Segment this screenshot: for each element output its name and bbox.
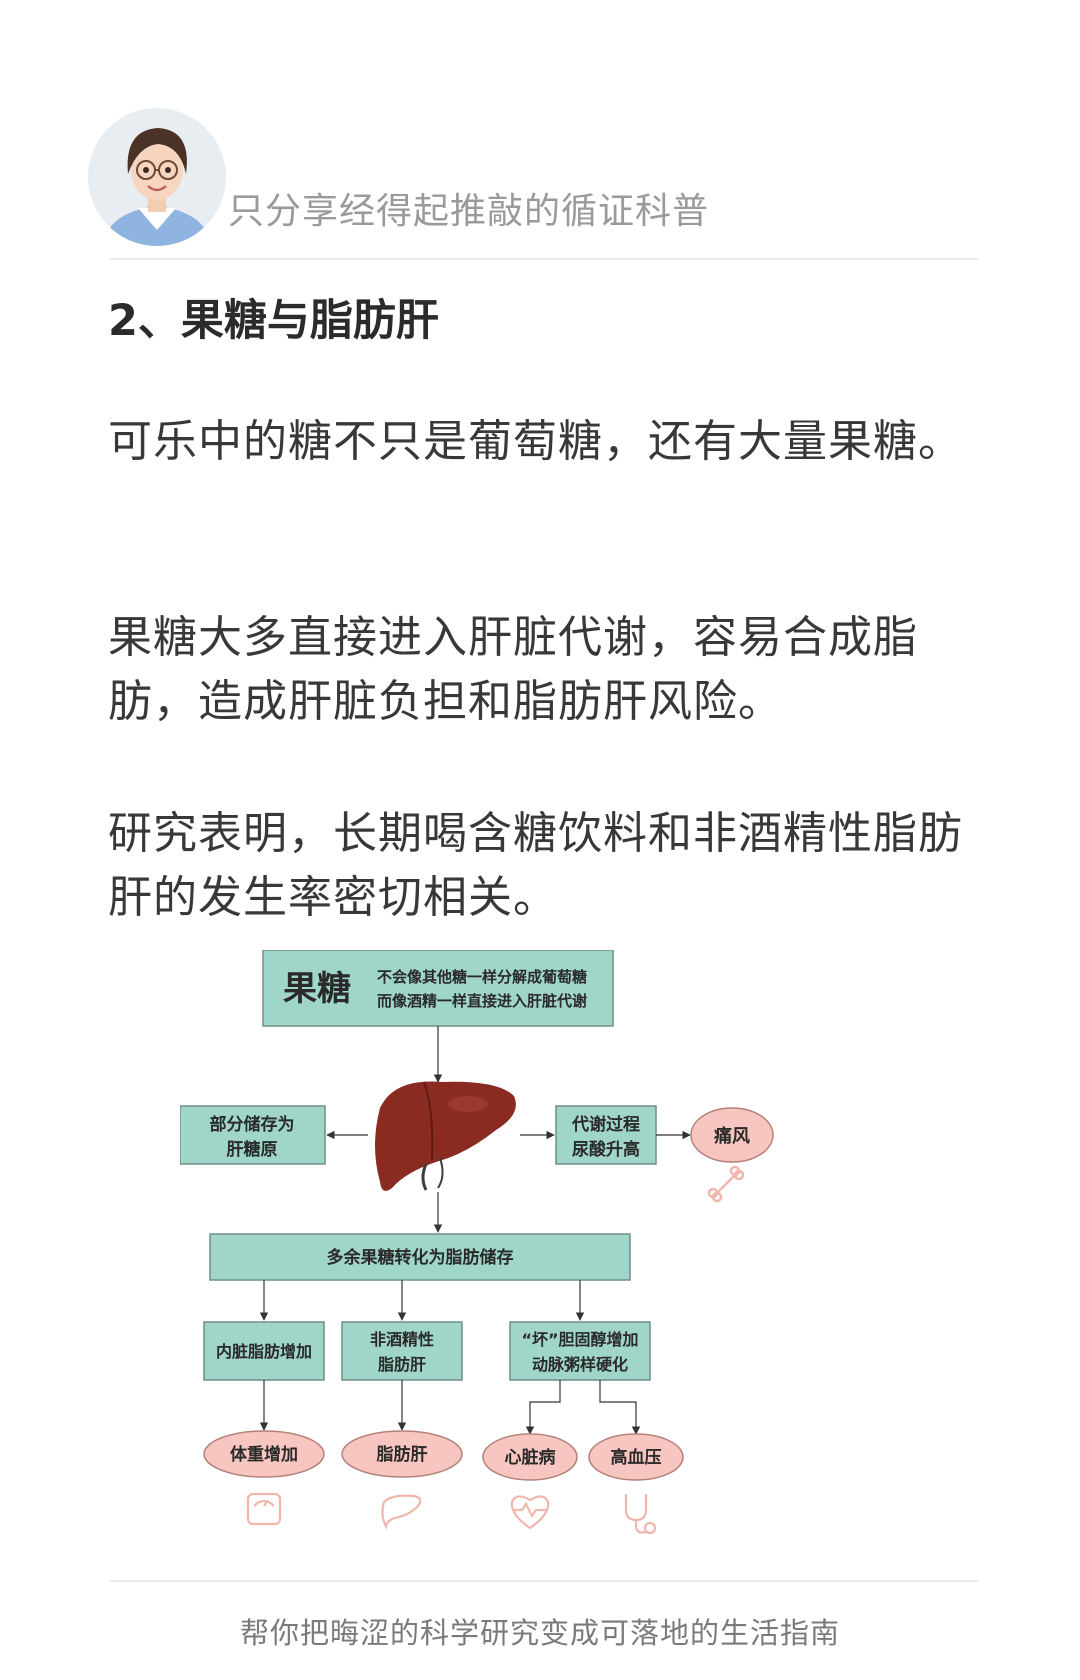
weight-gain-label: 体重增加 — [230, 1444, 298, 1465]
fructose-box-line2: 而像酒精一样直接进入肝脏代谢 — [377, 992, 587, 1010]
arrow-to-hypertension — [599, 1380, 641, 1435]
bottom-divider — [110, 1580, 978, 1582]
uric-acid-box-line2: 尿酸升高 — [572, 1139, 640, 1160]
nafld-box: 非酒精性 脂肪肝 — [341, 1321, 463, 1381]
fructose-box: 果糖 不会像其他糖一样分解成葡萄糖 而像酒精一样直接进入肝脏代谢 — [262, 950, 614, 1027]
heart-pulse-icon — [510, 1495, 550, 1530]
visceral-fat-label: 内脏脂肪增加 — [216, 1342, 312, 1361]
fructose-box-title: 果糖 — [283, 969, 351, 1009]
stethoscope-icon — [624, 1494, 657, 1535]
section-title: 2、果糖与脂肪肝 — [108, 296, 439, 346]
uric-acid-box: 代谢过程 尿酸升高 — [555, 1105, 657, 1165]
gout-label: 痛风 — [714, 1125, 750, 1147]
author-tagline: 只分享经得起推敲的循证科普 — [228, 191, 710, 232]
gout-ellipse: 痛风 — [690, 1107, 774, 1163]
weight-gain-ellipse: 体重增加 — [203, 1430, 325, 1478]
cholesterol-box: “坏”胆固醇增加 动脉粥样硬化 — [509, 1321, 651, 1381]
paragraph-3: 研究表明，长期喝含糖饮料和非酒精性脂肪肝的发生率密切相关。 — [108, 808, 963, 923]
avatar-illustration — [88, 108, 226, 246]
heart-disease-label: 心脏病 — [505, 1447, 556, 1468]
arrow-to-heart — [525, 1380, 561, 1435]
liver-icon — [381, 1494, 422, 1530]
cholesterol-line2: 动脉粥样硬化 — [532, 1355, 628, 1374]
hypertension-label: 高血压 — [611, 1447, 662, 1468]
bone-icon — [707, 1165, 745, 1203]
fructose-metabolism-diagram: 果糖 不会像其他糖一样分解成葡萄糖 而像酒精一样直接进入肝脏代谢 部分储存为 肝… — [180, 950, 790, 1570]
cholesterol-line1: “坏”胆固醇增加 — [521, 1330, 638, 1349]
fatty-liver-ellipse: 脂肪肝 — [341, 1430, 463, 1478]
heart-disease-ellipse: 心脏病 — [482, 1433, 578, 1481]
author-avatar[interactable] — [88, 108, 226, 246]
paragraph-1: 可乐中的糖不只是葡萄糖，还有大量果糖。 — [108, 416, 963, 467]
fat-storage-box: 多余果糖转化为脂肪储存 — [209, 1233, 631, 1281]
uric-acid-box-line1: 代谢过程 — [571, 1114, 640, 1135]
fat-storage-label: 多余果糖转化为脂肪储存 — [327, 1247, 514, 1268]
hypertension-ellipse: 高血压 — [588, 1433, 684, 1481]
scale-icon — [246, 1492, 282, 1526]
fatty-liver-label: 脂肪肝 — [377, 1444, 428, 1465]
nafld-line1: 非酒精性 — [370, 1330, 434, 1349]
footer-slogan: 帮你把晦涩的科学研究变成可落地的生活指南 — [239, 1616, 840, 1650]
visceral-fat-box: 内脏脂肪增加 — [203, 1321, 325, 1381]
top-divider — [110, 258, 978, 260]
glycogen-box-line1: 部分储存为 — [210, 1114, 295, 1135]
paragraph-2: 果糖大多直接进入肝脏代谢，容易合成脂肪，造成肝脏负担和脂肪肝风险。 — [108, 612, 918, 727]
glycogen-box: 部分储存为 肝糖原 — [180, 1105, 326, 1165]
glycogen-box-line2: 肝糖原 — [227, 1139, 278, 1160]
liver-illustration — [375, 1081, 516, 1191]
nafld-line2: 脂肪肝 — [378, 1355, 426, 1374]
fructose-box-line1: 不会像其他糖一样分解成葡萄糖 — [377, 968, 587, 986]
